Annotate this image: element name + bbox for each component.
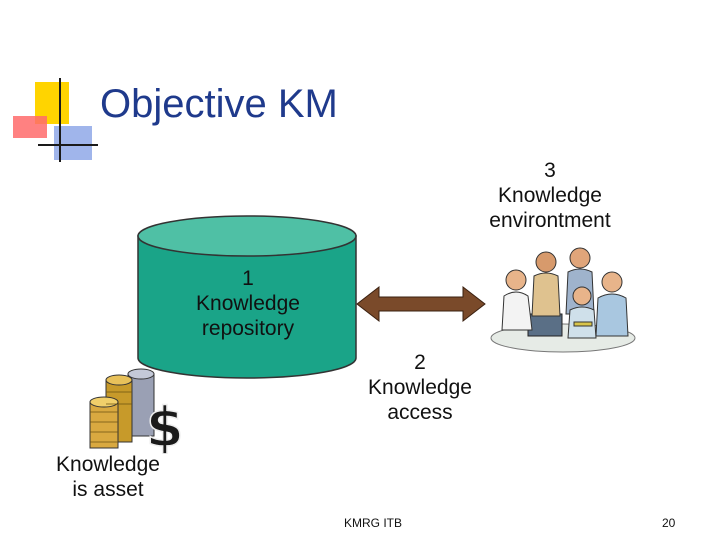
repository-cylinder [137, 215, 357, 379]
environment-label: 3 Knowledge environtment [489, 159, 611, 232]
slide-title: Objective KM [100, 82, 338, 126]
asset-label: Knowledge is asset [56, 453, 160, 501]
footer-text: KMRG ITB [344, 516, 403, 530]
coins-dollar-clipart-icon: $ [89, 368, 182, 454]
access-double-arrow [356, 285, 486, 323]
access-label: 2 Knowledge access [368, 351, 472, 424]
title-decoration-icon [13, 78, 98, 162]
svg-text:$: $ [146, 396, 182, 454]
team-meeting-clipart-icon [490, 247, 636, 353]
page-number: 20 [662, 516, 676, 530]
repository-label: 1 Knowledge repository [196, 267, 300, 340]
